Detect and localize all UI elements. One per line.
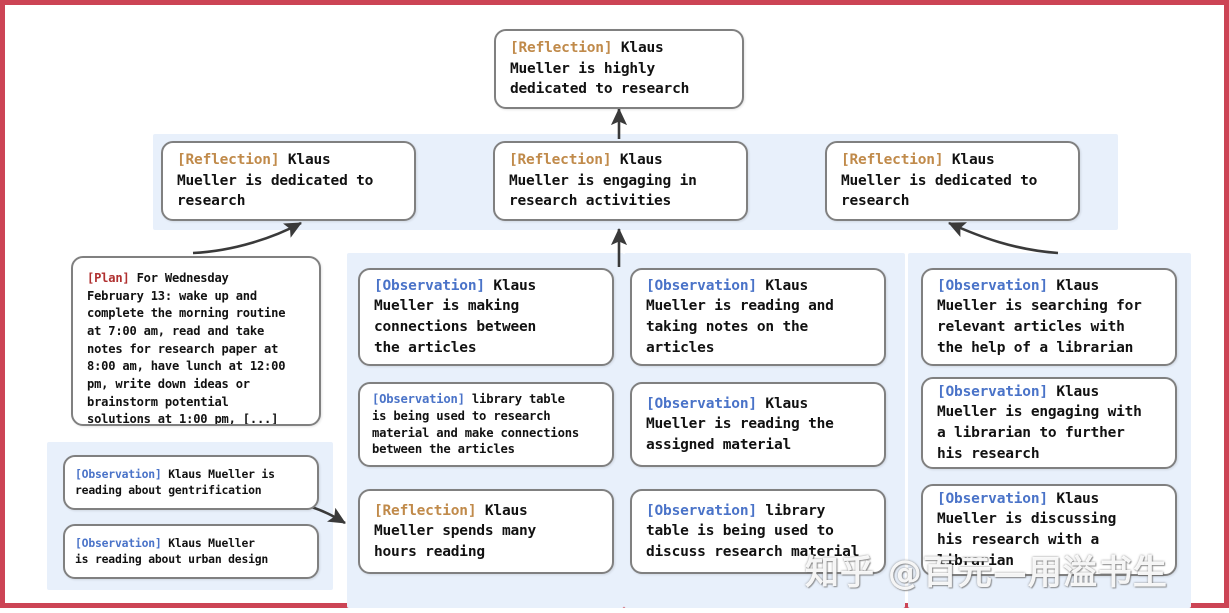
node-body: Klaus Mueller is discussing his research… xyxy=(937,490,1117,569)
node-middle-column-observation-3[interactable]: [Observation] library table is being use… xyxy=(630,489,886,574)
tag-observation: [Observation] xyxy=(646,502,757,519)
node-body: Klaus Mueller is dedicated to research xyxy=(841,152,1038,210)
node-left-column-observation-2[interactable]: [Observation] library table is being use… xyxy=(358,382,614,467)
tag-reflection: [Reflection] xyxy=(374,502,477,519)
node-body: Klaus Mueller is searching for relevant … xyxy=(937,277,1142,356)
node-root-reflection[interactable]: [Reflection] Klaus Mueller is highly ded… xyxy=(494,29,744,109)
node-text: [Observation] library table is being use… xyxy=(372,391,579,458)
node-text: [Reflection] Klaus Mueller is engaging i… xyxy=(509,150,697,212)
node-right-column-observation-2[interactable]: [Observation] Klaus Mueller is engaging … xyxy=(921,377,1177,469)
node-middle-column-observation-2[interactable]: [Observation] Klaus Mueller is reading t… xyxy=(630,382,886,467)
node-text: [Reflection] Klaus Mueller is dedicated … xyxy=(841,150,1037,212)
node-body: Klaus Mueller is engaging in research ac… xyxy=(509,152,697,210)
tag-observation: [Observation] xyxy=(646,395,757,412)
tag-reflection: [Reflection] xyxy=(841,152,944,169)
node-text: [Observation] Klaus Mueller is reading a… xyxy=(75,467,275,499)
node-body: Klaus Mueller is engaging with a librari… xyxy=(937,383,1142,462)
node-body: Klaus Mueller spends many hours reading xyxy=(374,502,537,560)
node-body: library table is being used to discuss r… xyxy=(646,502,860,560)
tag-observation: [Observation] xyxy=(937,490,1048,507)
node-text: [Plan] For Wednesday February 13: wake u… xyxy=(87,270,286,426)
node-text: [Reflection] Klaus Mueller is highly ded… xyxy=(510,38,689,100)
node-body: Klaus Mueller is reading about urban des… xyxy=(75,535,269,566)
node-body: Klaus Mueller is dedicated to research xyxy=(177,152,374,210)
node-body: Klaus Mueller is highly dedicated to res… xyxy=(510,40,690,98)
tag-observation: [Observation] xyxy=(75,535,162,550)
node-body: Klaus Mueller is reading and taking note… xyxy=(646,277,834,356)
tag-reflection: [Reflection] xyxy=(509,152,612,169)
node-body: Klaus Mueller is making connections betw… xyxy=(374,277,537,356)
node-bottom-left-observation-1[interactable]: [Observation] Klaus Mueller is reading a… xyxy=(63,455,319,510)
tag-observation: [Observation] xyxy=(646,277,757,294)
node-plan[interactable]: [Plan] For Wednesday February 13: wake u… xyxy=(71,256,321,426)
node-body: library table is being used to research … xyxy=(372,391,579,457)
node-text: [Reflection] Klaus Mueller spends many h… xyxy=(374,501,536,563)
tag-observation: [Observation] xyxy=(937,383,1048,400)
node-left-column-reflection[interactable]: [Reflection] Klaus Mueller spends many h… xyxy=(358,489,614,574)
tag-reflection: [Reflection] xyxy=(177,152,280,169)
node-body: Klaus Mueller is reading about gentrific… xyxy=(75,466,275,497)
node-bottom-left-observation-2[interactable]: [Observation] Klaus Mueller is reading a… xyxy=(63,524,319,579)
node-text: [Observation] Klaus Mueller is reading a… xyxy=(75,536,268,568)
node-text: [Observation] Klaus Mueller is engaging … xyxy=(937,382,1142,464)
node-text: [Observation] Klaus Mueller is searching… xyxy=(937,276,1142,358)
node-right-column-observation-1[interactable]: [Observation] Klaus Mueller is searching… xyxy=(921,268,1177,366)
node-body: Klaus Mueller is reading the assigned ma… xyxy=(646,395,834,453)
node-text: [Observation] library table is being use… xyxy=(646,501,859,563)
tag-observation: [Observation] xyxy=(937,277,1048,294)
node-text: [Reflection] Klaus Mueller is dedicated … xyxy=(177,150,373,212)
node-text: [Observation] Klaus Mueller is discussin… xyxy=(937,489,1116,571)
tag-plan: [Plan] xyxy=(87,271,130,285)
tag-observation: [Observation] xyxy=(75,466,162,481)
node-middle-column-observation-1[interactable]: [Observation] Klaus Mueller is reading a… xyxy=(630,268,886,366)
node-reflection-middle[interactable]: [Reflection] Klaus Mueller is engaging i… xyxy=(493,141,748,221)
node-right-column-observation-3[interactable]: [Observation] Klaus Mueller is discussin… xyxy=(921,484,1177,576)
node-text: [Observation] Klaus Mueller is reading t… xyxy=(646,394,834,456)
tag-observation: [Observation] xyxy=(372,391,465,406)
node-left-column-observation-1[interactable]: [Observation] Klaus Mueller is making co… xyxy=(358,268,614,366)
node-text: [Observation] Klaus Mueller is reading a… xyxy=(646,276,834,358)
node-body: For Wednesday February 13: wake up and c… xyxy=(87,271,286,426)
node-reflection-left[interactable]: [Reflection] Klaus Mueller is dedicated … xyxy=(161,141,416,221)
tag-observation: [Observation] xyxy=(374,277,485,294)
tag-reflection: [Reflection] xyxy=(510,40,613,57)
diagram-canvas: [Reflection] Klaus Mueller is highly ded… xyxy=(5,5,1229,613)
node-text: [Observation] Klaus Mueller is making co… xyxy=(374,276,536,358)
node-reflection-right[interactable]: [Reflection] Klaus Mueller is dedicated … xyxy=(825,141,1080,221)
